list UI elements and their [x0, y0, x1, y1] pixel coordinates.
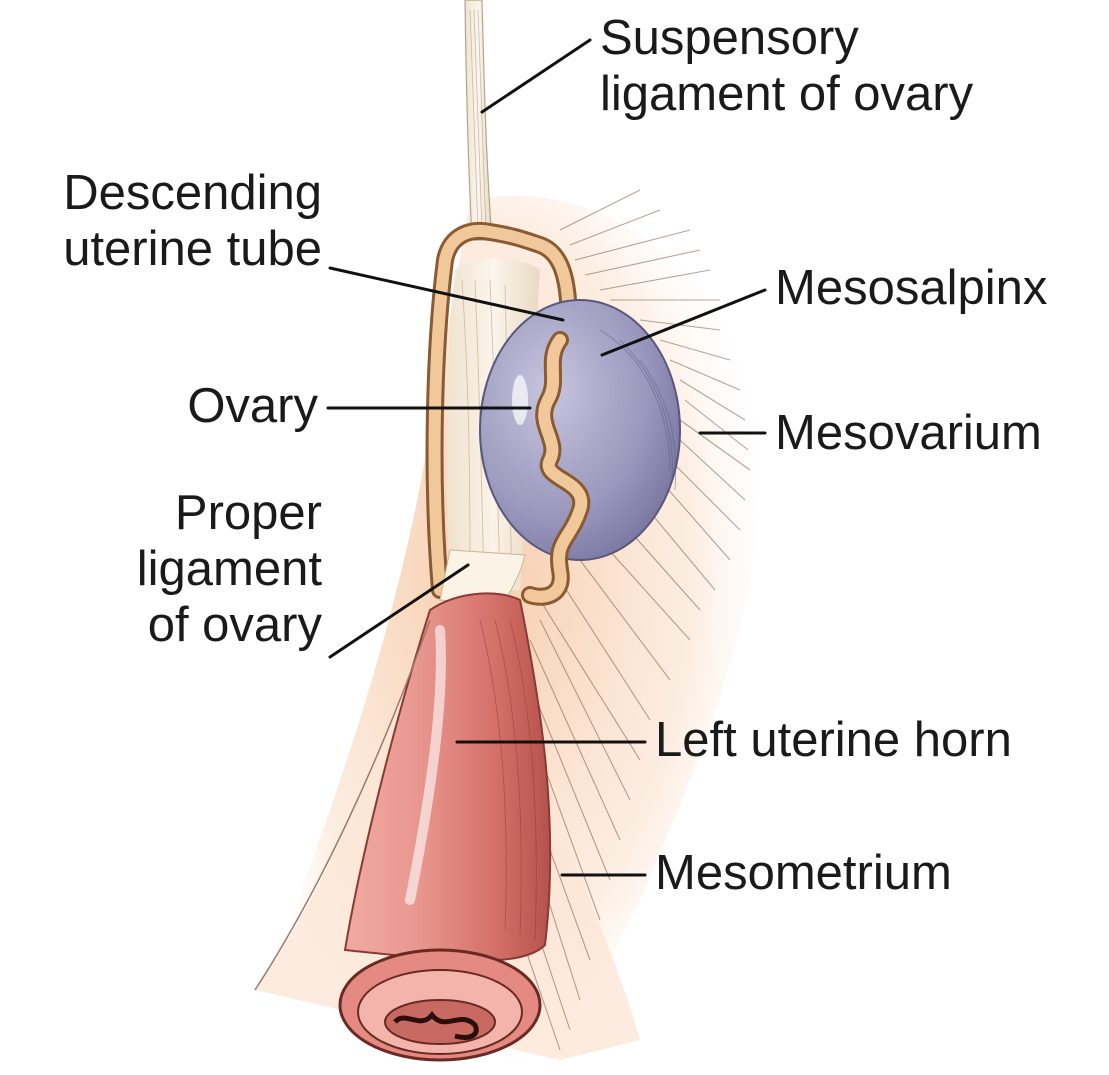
suspensory-ligament [465, 0, 492, 240]
label-mesometrium: Mesometrium [655, 845, 952, 901]
label-left-uterine-horn: Left uterine horn [655, 712, 1012, 768]
label-descending-uterine-tube: Descending uterine tube [63, 165, 322, 277]
leader-suspensory [482, 40, 590, 112]
label-suspensory-ligament: Suspensory ligament of ovary [600, 10, 973, 122]
label-proper-line1: Proper [137, 485, 322, 541]
label-proper-line3: of ovary [137, 597, 322, 653]
label-suspensory-line2: ligament of ovary [600, 66, 973, 122]
label-mesosalpinx: Mesosalpinx [775, 260, 1047, 316]
label-ovary: Ovary [187, 378, 318, 434]
label-mesovarium: Mesovarium [775, 405, 1042, 461]
label-proper-ligament: Proper ligament of ovary [137, 485, 322, 653]
label-suspensory-line1: Suspensory [600, 10, 973, 66]
label-proper-line2: ligament [137, 541, 322, 597]
horn-cross-section [340, 950, 540, 1060]
label-descending-line1: Descending [63, 165, 322, 221]
label-descending-line2: uterine tube [63, 221, 322, 277]
